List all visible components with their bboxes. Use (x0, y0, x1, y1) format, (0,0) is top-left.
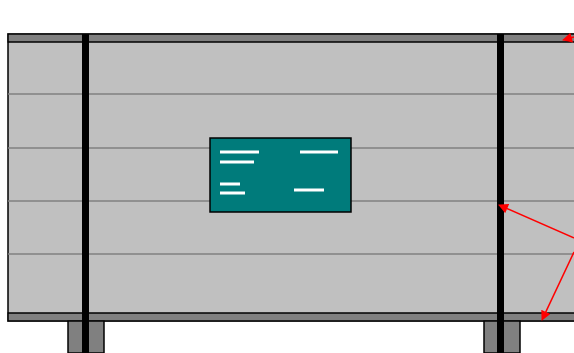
strap-right (497, 34, 504, 353)
bottom-rail (7, 312, 574, 322)
crate-body (7, 33, 574, 353)
skids (67, 320, 521, 353)
top-rail (7, 33, 574, 43)
callout-arrow-bottom (541, 251, 574, 321)
callout-arrow-strap (498, 204, 574, 239)
label-plate (209, 137, 352, 213)
strap-left (82, 34, 89, 353)
callout-arrows (498, 32, 574, 321)
label-text-lines (220, 150, 338, 195)
shipping-label (209, 137, 352, 213)
straps (82, 34, 504, 353)
callout-arrow-top (562, 32, 574, 43)
